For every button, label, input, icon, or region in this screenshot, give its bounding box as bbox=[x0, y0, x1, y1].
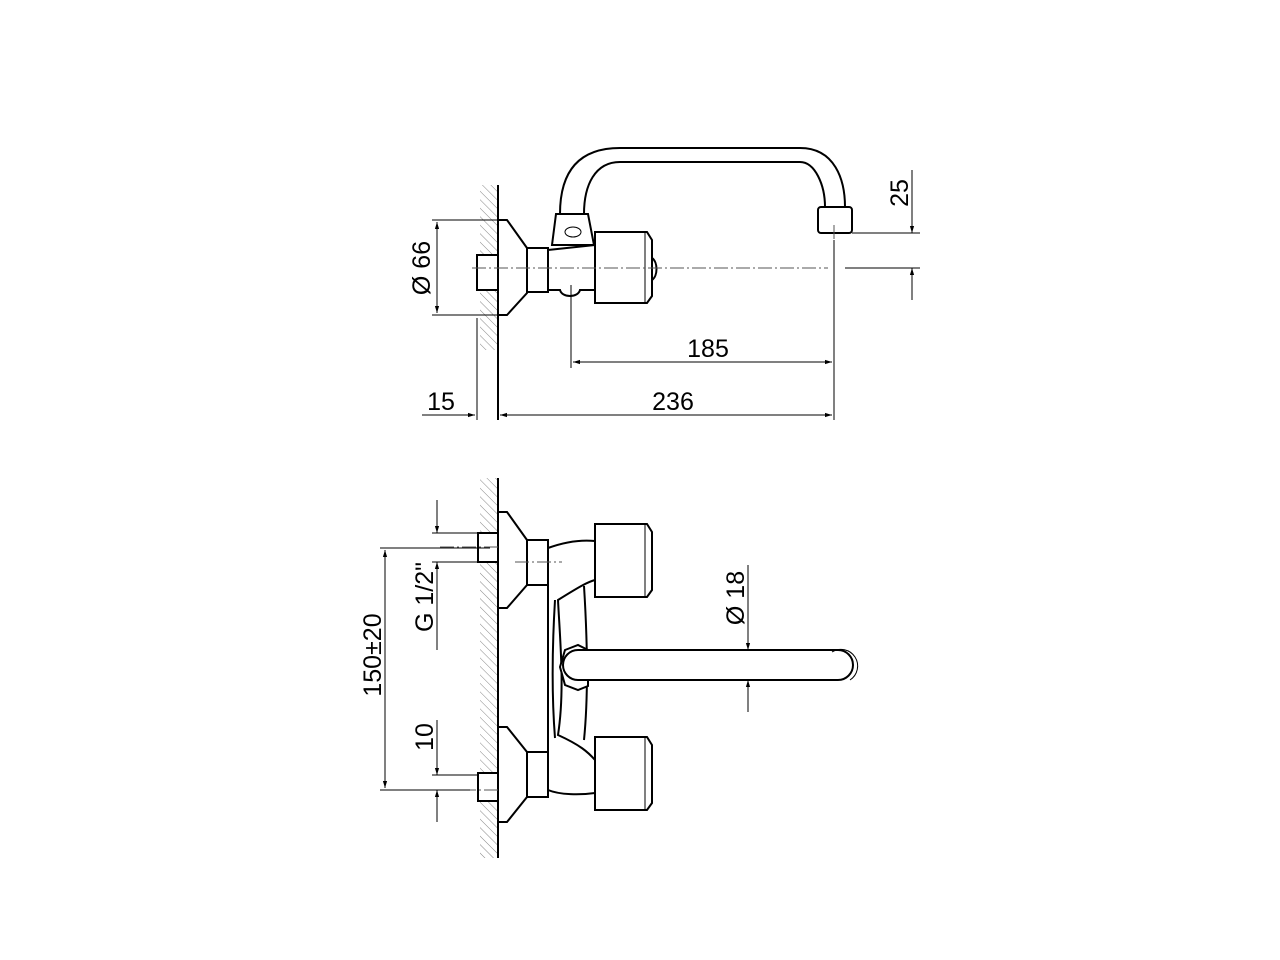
spout-bar bbox=[562, 649, 854, 681]
lower-inlet-stub bbox=[477, 772, 499, 802]
dim-label-offset: 10 bbox=[411, 723, 439, 751]
lower-flange bbox=[497, 726, 528, 823]
spout-swivel bbox=[550, 213, 596, 246]
dim-label-flange-diameter: Ø 66 bbox=[408, 241, 436, 295]
dim-label-spout-diameter: Ø 18 bbox=[722, 571, 750, 625]
dim-label-inlet-spacing: 150±20 bbox=[359, 613, 387, 696]
front-view: 150±20 G 1/2" 10 Ø 18 bbox=[359, 478, 859, 858]
dim-label-overall-projection: 236 bbox=[652, 388, 694, 416]
side-view: Ø 66 25 185 236 15 bbox=[408, 147, 920, 420]
dim-label-thread: G 1/2" bbox=[411, 562, 439, 632]
dim-label-spout-reach: 185 bbox=[687, 335, 729, 363]
aerator bbox=[817, 206, 853, 234]
upper-flange bbox=[497, 511, 528, 609]
dim-label-wall-offset: 15 bbox=[427, 388, 455, 416]
lower-union-nut bbox=[526, 751, 549, 798]
upper-handle bbox=[594, 523, 653, 598]
dim-label-spout-drop: 25 bbox=[886, 179, 914, 207]
spout bbox=[558, 147, 847, 215]
wall-hatch bbox=[480, 478, 498, 858]
union-nut bbox=[526, 247, 549, 293]
handle bbox=[594, 231, 653, 304]
lower-handle bbox=[594, 736, 653, 811]
inlet-stub bbox=[476, 254, 499, 291]
valve-body bbox=[547, 243, 596, 297]
